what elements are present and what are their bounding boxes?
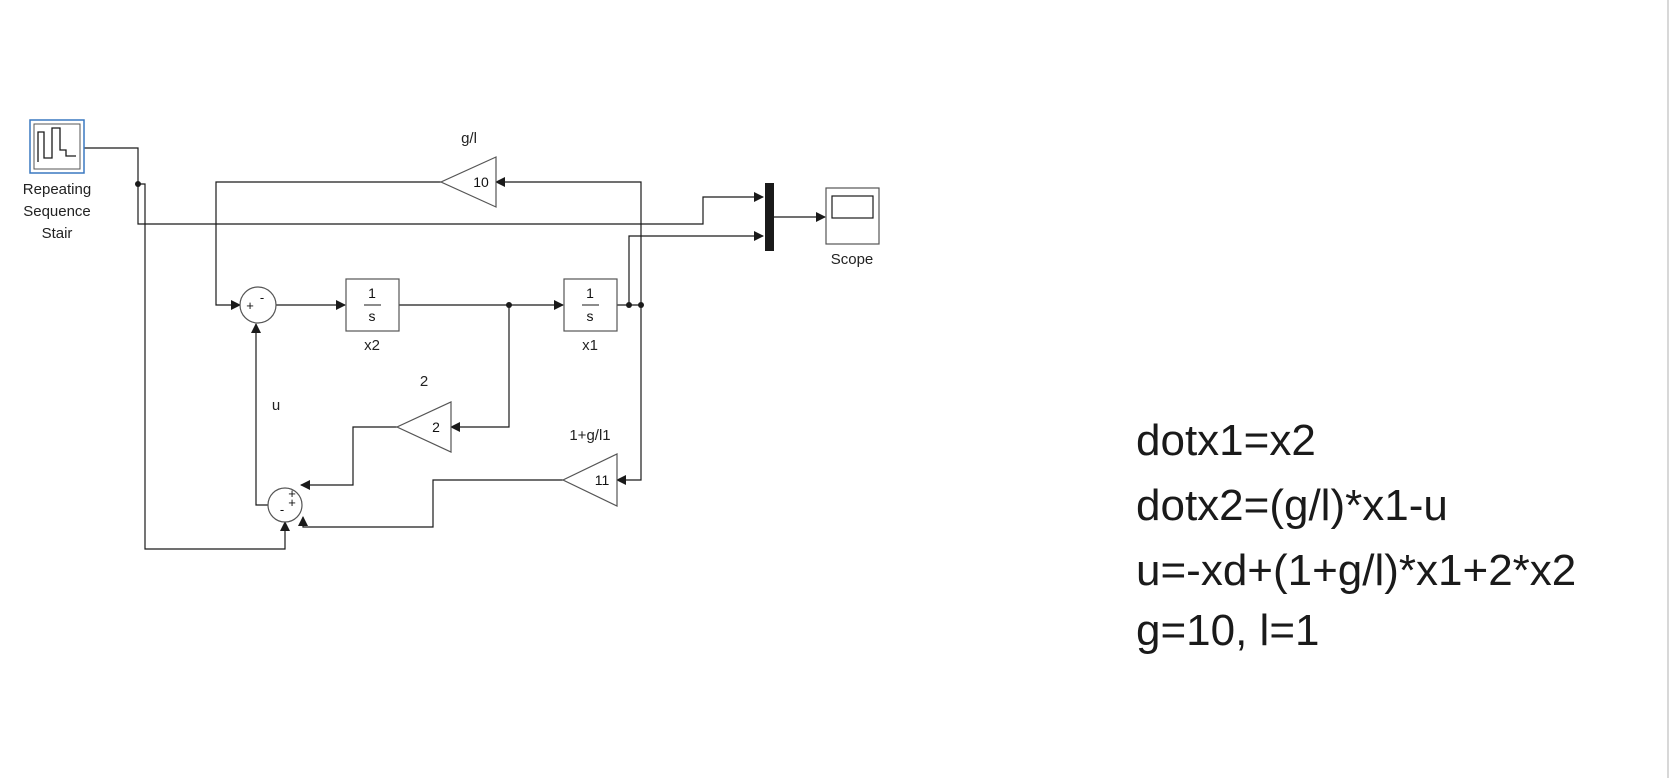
gain-block-2[interactable]: 2 2 — [395, 373, 452, 453]
sum1-circle — [239, 286, 277, 324]
gain-gl-label: g/l — [461, 130, 477, 147]
staircase-icon — [37, 127, 76, 162]
line-source-to-mux — [137, 184, 764, 225]
integrator-block-x2[interactable]: 1 s x2 — [345, 278, 400, 354]
sum1-sign-plus: + — [246, 298, 254, 313]
scope-block[interactable]: Scope — [825, 187, 880, 268]
integrator-block-x1[interactable]: 1 s x1 — [563, 278, 618, 354]
branch-dot-x1-a — [626, 302, 632, 308]
integrator-x2-label: x2 — [364, 337, 380, 354]
branch-dot-source — [135, 181, 141, 187]
canvas-right-edge — [1667, 0, 1669, 778]
source-block-body — [33, 123, 81, 170]
gain-block-gl[interactable]: 10 g/l — [439, 130, 497, 208]
line-x1-to-gain10 — [495, 177, 642, 305]
gain-11-label: 1+g/l1 — [569, 427, 610, 444]
gain-gl-triangle — [439, 156, 497, 208]
equation-line-1: dotx1=x2 — [1136, 416, 1316, 465]
line-source-out — [80, 147, 139, 184]
integrator-x1-label: x1 — [582, 337, 598, 354]
signal-lines — [80, 147, 826, 550]
sum-block-1[interactable]: + - — [239, 286, 277, 324]
branch-dot-x2 — [506, 302, 512, 308]
integrator-x1-denominator: s — [587, 308, 594, 324]
gain-2-label: 2 — [420, 373, 428, 390]
sum2-sign-2: + — [288, 495, 296, 510]
gain-2-triangle — [395, 401, 452, 453]
signal-label-u: u — [272, 397, 280, 414]
sum1-sign-minus: - — [260, 290, 264, 305]
source-label-line3: Stair — [42, 225, 73, 242]
line-x2-to-gain2 — [450, 305, 510, 432]
branch-dot-x1-b — [638, 302, 644, 308]
line-source-to-sum2 — [138, 183, 290, 550]
integrator-x2-numerator: 1 — [368, 285, 376, 301]
gain-block-11[interactable]: 11 1+g/l1 — [561, 427, 618, 507]
equations-annotation: dotx1=x2 dotx2=(g/l)*x1-u u=-xd+(1+g/l)*… — [1136, 416, 1576, 655]
gain-11-value: 11 — [595, 472, 610, 488]
sum-block-2[interactable]: + + - — [267, 486, 303, 523]
source-label-line1: Repeating — [23, 181, 91, 198]
equation-line-3: u=-xd+(1+g/l)*x1+2*x2 — [1136, 546, 1576, 595]
line-gain10-to-sum1 — [215, 181, 441, 310]
integrator-x1-numerator: 1 — [586, 285, 594, 301]
source-label-line2: Sequence — [23, 203, 91, 220]
gain-11-triangle — [561, 453, 618, 507]
integrator-x2-denominator: s — [369, 308, 376, 324]
line-gain2-to-sum2 — [300, 426, 397, 490]
sum2-circle — [267, 487, 303, 523]
line-gain11-to-sum2 — [298, 479, 563, 528]
branch-points — [135, 181, 644, 308]
gain-2-value: 2 — [432, 419, 440, 435]
line-sum2-to-sum1 — [251, 323, 268, 506]
gain-gl-value: 10 — [473, 174, 489, 190]
equation-line-4: g=10, l=1 — [1136, 606, 1320, 655]
scope-screen-icon — [831, 195, 874, 219]
sum2-sign-3: - — [280, 502, 284, 517]
scope-label: Scope — [831, 251, 874, 268]
equation-line-2: dotx2=(g/l)*x1-u — [1136, 481, 1448, 530]
mux-block[interactable] — [765, 183, 774, 251]
line-x1-to-gain11 — [616, 305, 642, 485]
line-x1-to-mux — [628, 231, 764, 305]
sum2-sign-1: + — [288, 486, 296, 501]
repeating-sequence-stair-block[interactable]: Repeating Sequence Stair — [23, 119, 91, 242]
